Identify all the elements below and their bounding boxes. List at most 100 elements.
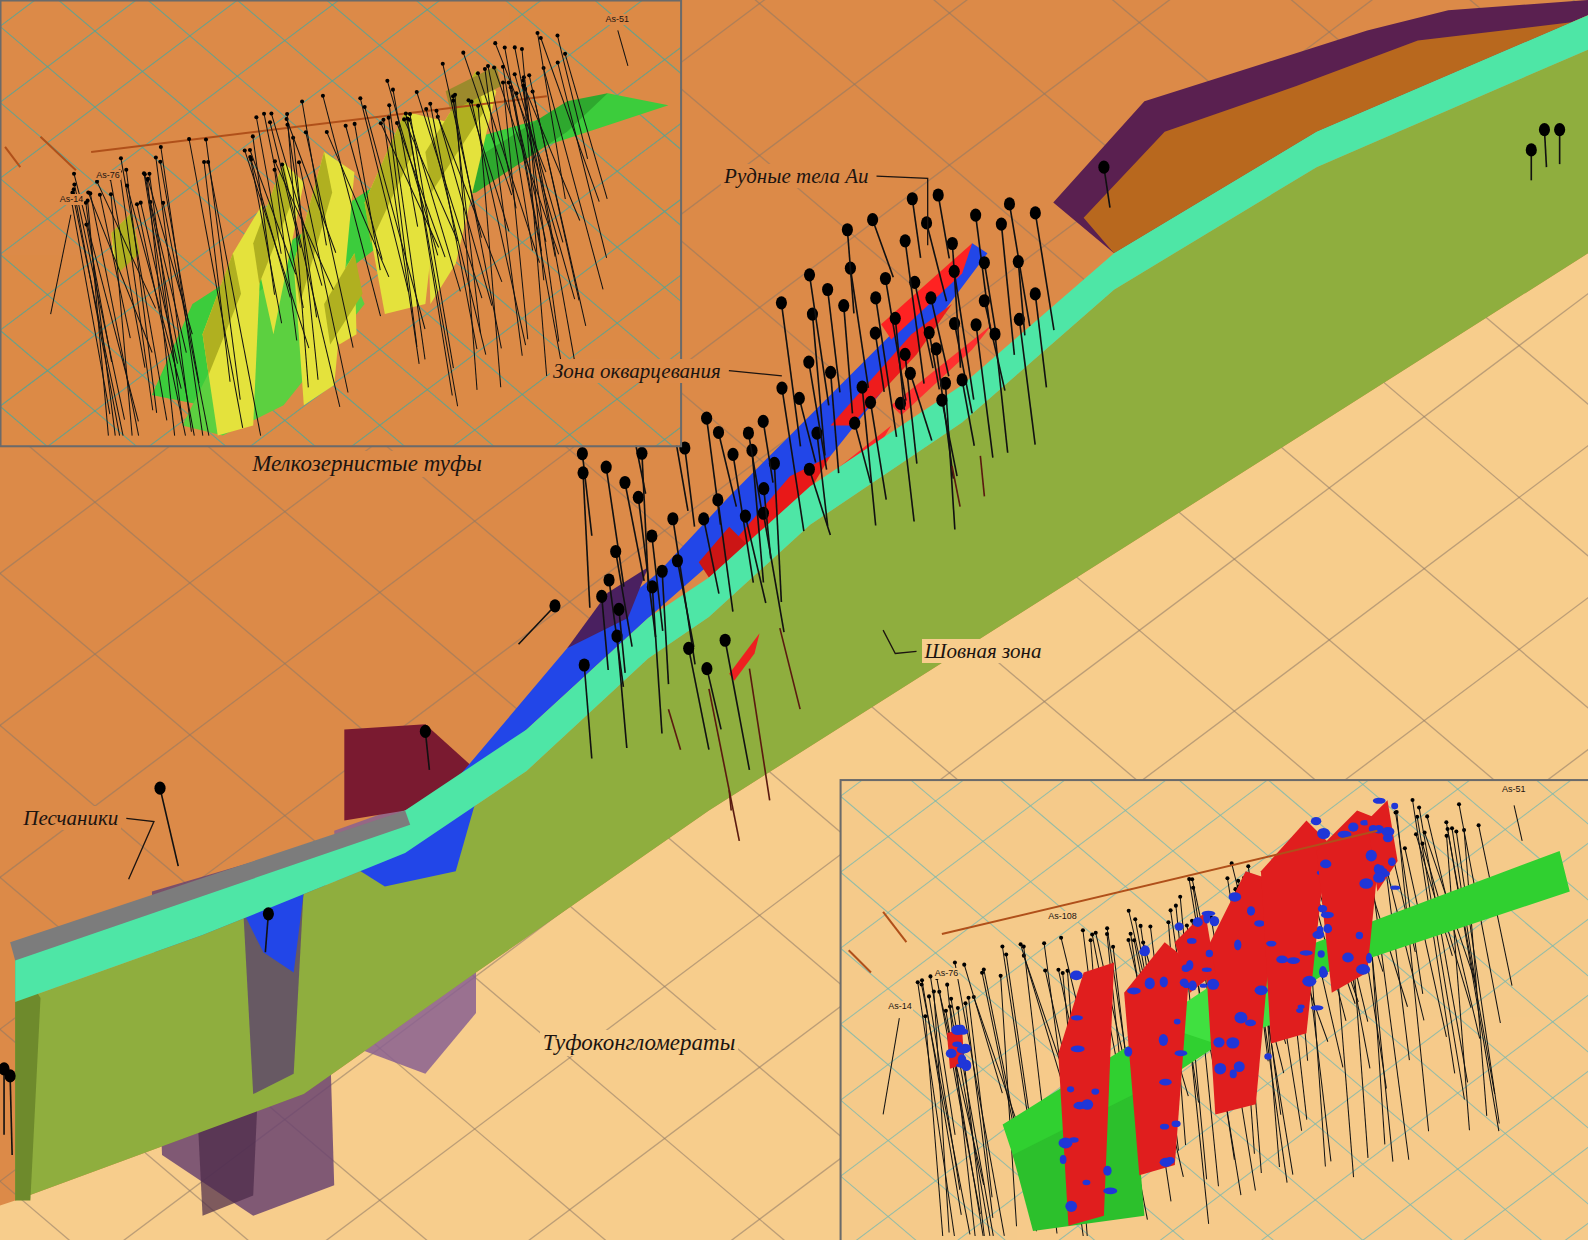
inset-drill-trace	[97, 182, 156, 309]
inset-drill-trace	[918, 982, 955, 1236]
drill-trace	[1018, 262, 1025, 336]
inset-drill-trace	[404, 119, 458, 241]
drill-trace	[847, 230, 854, 314]
inset-drill-trace	[1514, 805, 1522, 840]
inset-silica-patch	[1124, 1047, 1132, 1057]
inset-drill-collar	[251, 134, 255, 138]
inset-drill-collar	[956, 1006, 960, 1010]
inset-drill-trace	[51, 215, 71, 314]
grid-line	[0, 0, 681, 446]
inset-silica-patch	[946, 1049, 957, 1058]
inset-silica-patch	[1081, 1099, 1093, 1109]
inset-drill-collar	[1000, 944, 1004, 948]
inset-silica-patch	[1210, 916, 1220, 926]
drill-trace	[584, 665, 592, 758]
drill-collar	[579, 658, 590, 671]
inset-drill-collar	[1174, 904, 1178, 908]
inset-drill-collar	[967, 996, 971, 1000]
inset-grid	[841, 780, 1588, 1240]
inset-drill-collar	[963, 1001, 967, 1005]
drill-collar	[727, 448, 738, 461]
grid-line	[841, 780, 1588, 1240]
inset-drill-collar	[187, 137, 191, 141]
inset-drill-trace	[127, 185, 181, 388]
drill-trace	[952, 466, 960, 507]
drill-trace	[1035, 294, 1046, 387]
drill-collar	[1554, 123, 1565, 136]
drill-trace	[745, 516, 765, 603]
inset-drill-collar	[1019, 942, 1023, 946]
drill-trace	[873, 220, 894, 278]
inset-drill-trace	[939, 992, 983, 1185]
inset-drill-collar	[358, 96, 362, 100]
inset-silica-patch	[1373, 872, 1385, 883]
drill-collar	[849, 417, 860, 430]
inset-drill-collar	[1129, 932, 1133, 936]
inset-drill-trace	[509, 82, 546, 241]
drill-collar	[822, 283, 833, 296]
inset-drill-trace	[1001, 976, 1017, 1226]
grid-line	[841, 780, 1588, 1240]
drill-trace	[673, 519, 695, 665]
inset-drill-collar	[300, 99, 304, 103]
drill-collar	[549, 599, 560, 612]
inset-silica-patch	[1083, 1180, 1091, 1185]
grid-line	[841, 780, 1588, 1240]
drill-collar	[758, 415, 769, 428]
inset-drill-trace	[934, 991, 949, 1232]
inset-silica-patch	[1254, 920, 1265, 927]
grid-line	[0, 0, 681, 446]
inset-silica-patch	[1234, 1012, 1247, 1024]
inset-silica-patch	[957, 1029, 968, 1035]
inset-silica-patch	[1302, 976, 1316, 987]
inset-drill-collar	[1043, 968, 1047, 972]
inset-silica-patch	[1321, 912, 1334, 919]
inset-drill-collar	[507, 80, 511, 84]
drill-collar	[154, 782, 165, 795]
drill-collar	[842, 223, 853, 236]
drill-collar	[925, 291, 936, 304]
inset-silica-patch	[1091, 1089, 1099, 1095]
grid-line	[0, 0, 681, 446]
inset-drill-collar	[404, 112, 408, 116]
drill-collar	[825, 366, 836, 379]
drill-collar	[936, 394, 947, 407]
grid-line	[841, 1229, 1588, 1240]
inset-ore-body	[1261, 821, 1327, 1044]
drill-trace	[704, 519, 719, 594]
inset-silica-patch	[1067, 1086, 1074, 1092]
inset-drill-trace	[478, 73, 540, 262]
drill-collar	[900, 234, 911, 247]
grid-line	[841, 780, 1588, 1240]
drill-collar	[683, 642, 694, 655]
inset-drill-collar	[476, 104, 480, 108]
inset-drill-collar	[441, 62, 445, 66]
grid-line	[0, 0, 681, 111]
inset-drill-trace	[408, 119, 453, 396]
inset-drill-trace	[287, 119, 336, 253]
inset-drill-collar	[916, 980, 920, 984]
inset-drill-collar	[1444, 820, 1448, 824]
inset-drill-trace	[86, 225, 111, 362]
inset-drill-collar	[1178, 895, 1182, 899]
drill-trace	[942, 400, 957, 476]
inset-drill-trace	[302, 101, 326, 245]
volcanic-block	[243, 886, 304, 1094]
grid-line	[841, 780, 1588, 1240]
inset-ore-body	[1124, 942, 1190, 1175]
grid-line	[0, 0, 681, 446]
inset-silica-patch	[1160, 977, 1168, 988]
drill-trace	[782, 388, 804, 531]
